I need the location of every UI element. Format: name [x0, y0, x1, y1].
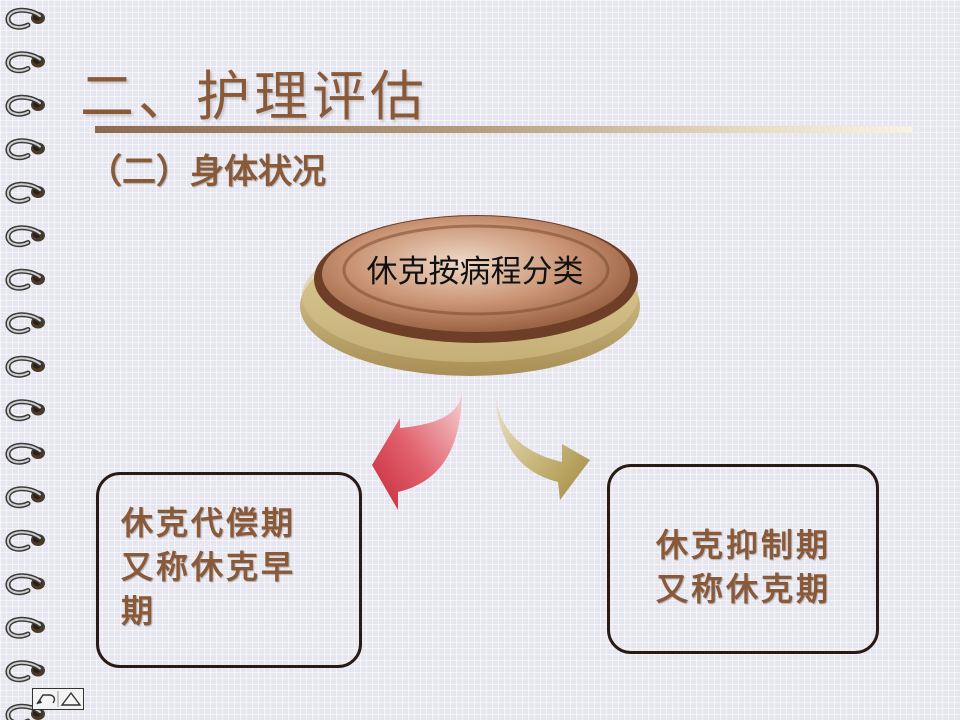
nav-buttons [32, 688, 84, 710]
category-disc [300, 215, 640, 376]
left-arrow-icon [372, 388, 462, 510]
home-icon[interactable] [60, 691, 82, 706]
slide-title: 二、护理评估 [80, 65, 428, 128]
left-line-3: 期 [121, 592, 157, 630]
back-icon[interactable] [36, 694, 56, 705]
compensatory-stage-box: 休克代偿期 又称休克早 期 [96, 472, 362, 668]
slide-subtitle: （二）身体状况 [88, 152, 326, 192]
inhibitory-stage-box: 休克抑制期 又称休克期 [607, 464, 879, 654]
inhibitory-stage-text: 休克抑制期 又称休克期 [656, 523, 856, 611]
spiral-binding-icon [5, 7, 45, 720]
left-line-1: 休克代偿期 [121, 504, 297, 542]
right-line-1: 休克抑制期 [656, 526, 832, 564]
title-underline [95, 126, 913, 133]
left-line-2: 又称休克早 [121, 548, 297, 586]
right-arrow-icon [495, 382, 590, 500]
compensatory-stage-text: 休克代偿期 又称休克早 期 [121, 501, 321, 633]
center-label: 休克按病程分类 [366, 254, 584, 290]
right-line-2: 又称休克期 [656, 570, 832, 608]
